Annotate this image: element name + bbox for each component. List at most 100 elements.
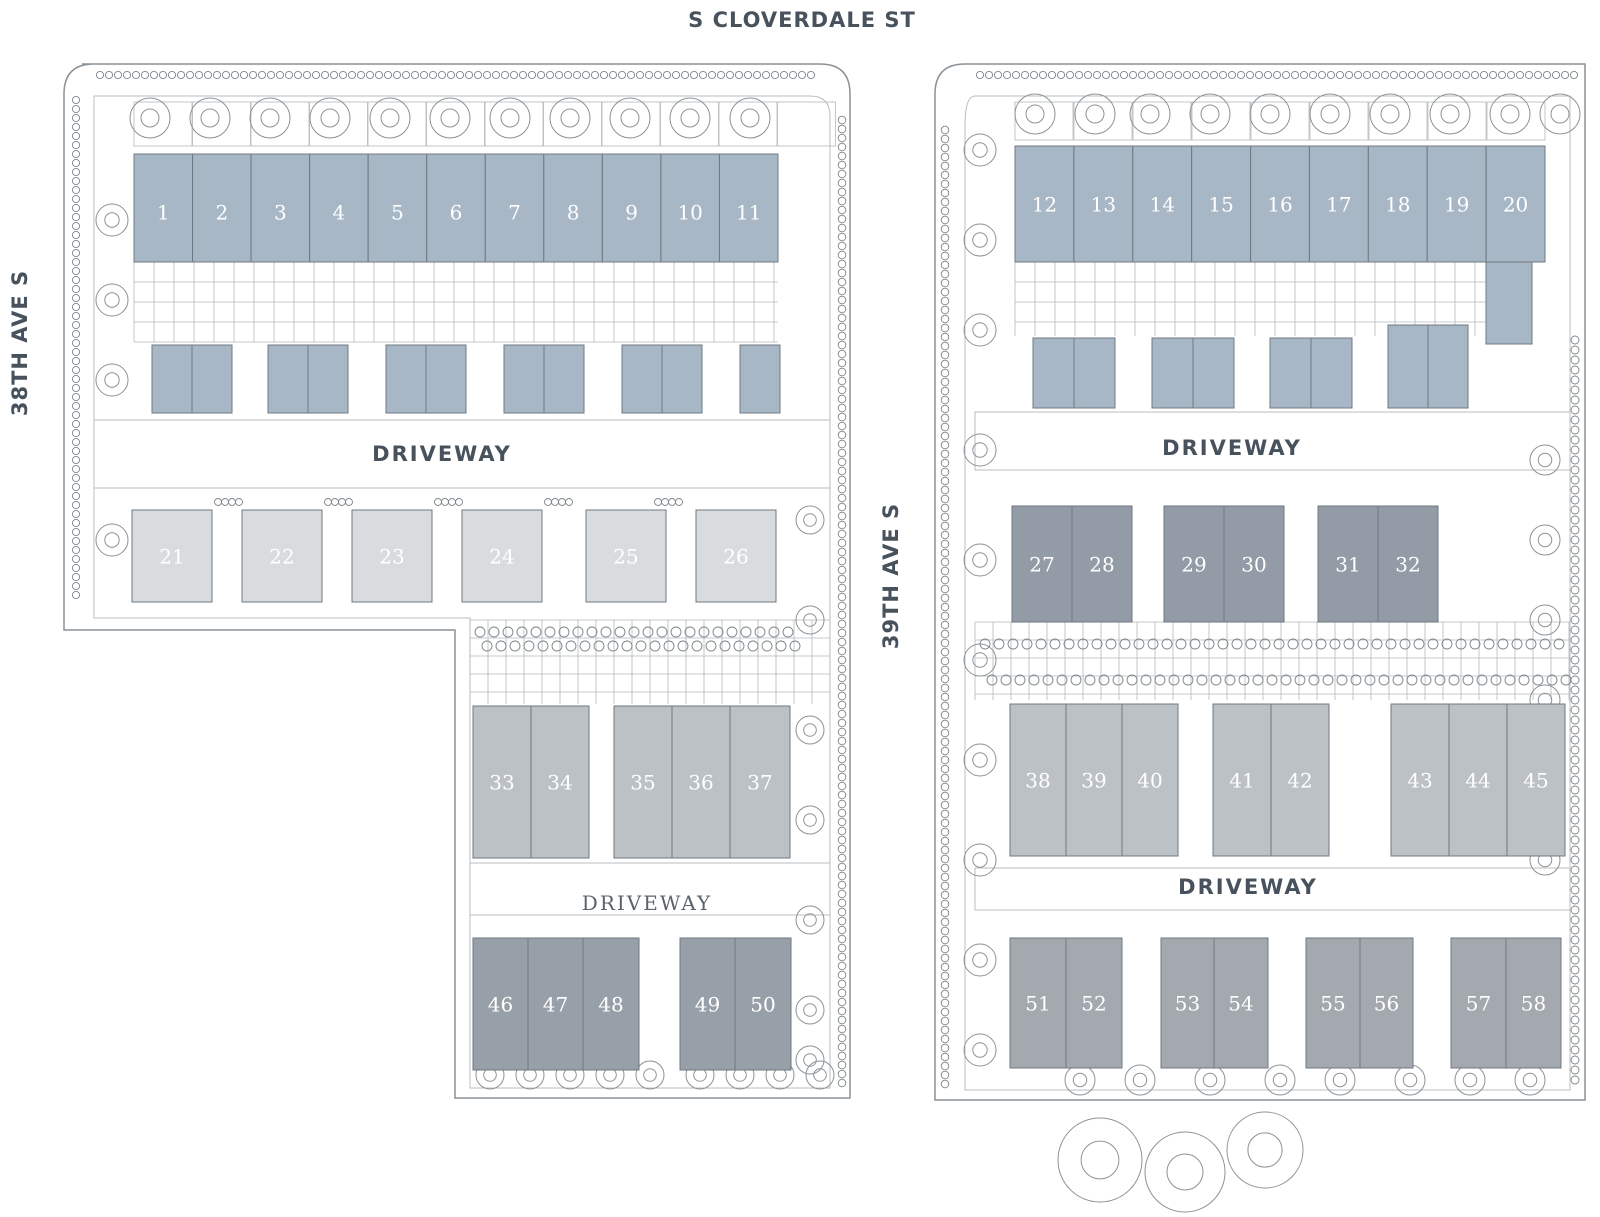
unit-number: 27 <box>1029 553 1054 577</box>
unit-footprint <box>1506 703 1566 857</box>
unit-13[interactable]: 13 <box>1073 145 1134 263</box>
unit-40[interactable]: 40 <box>1121 703 1179 857</box>
unit-number: 24 <box>489 545 514 569</box>
unit-14[interactable]: 14 <box>1132 145 1193 263</box>
unit-6[interactable]: 6 <box>426 153 486 263</box>
unit-28[interactable]: 28 <box>1071 505 1133 623</box>
unit-number: 51 <box>1025 992 1050 1016</box>
unit-footprint <box>530 705 590 859</box>
unit-53[interactable]: 53 <box>1160 937 1215 1069</box>
unit-16[interactable]: 16 <box>1250 145 1310 263</box>
unit-10[interactable]: 10 <box>660 153 720 263</box>
unit-number: 5 <box>391 201 404 225</box>
unit-17[interactable]: 17 <box>1308 145 1369 263</box>
unit-number: 11 <box>736 201 761 225</box>
unit-footprint <box>1270 703 1330 857</box>
unit-footprint <box>1377 505 1439 623</box>
unit-footprint <box>1448 703 1508 857</box>
unit-52[interactable]: 52 <box>1065 937 1123 1069</box>
unit-number: 38 <box>1025 769 1050 793</box>
unit-footprint <box>543 153 603 263</box>
unit-9[interactable]: 9 <box>601 153 662 263</box>
unit-38[interactable]: 38 <box>1009 703 1067 857</box>
unit-56[interactable]: 56 <box>1359 937 1414 1069</box>
unit-26[interactable]: 26 <box>695 509 777 603</box>
unit-number: 9 <box>625 201 638 225</box>
unit-number: 20 <box>1503 193 1528 217</box>
unit-27[interactable]: 27 <box>1011 505 1073 623</box>
unit-25[interactable]: 25 <box>585 509 667 603</box>
unit-35[interactable]: 35 <box>613 705 673 859</box>
unit-46[interactable]: 46 <box>472 937 529 1071</box>
driveway-label-c: DRIVEWAY <box>1162 436 1302 460</box>
unit-11[interactable]: 11 <box>718 153 779 263</box>
unit-3[interactable]: 3 <box>250 153 311 263</box>
unit-22[interactable]: 22 <box>241 509 323 603</box>
unit-footprint <box>527 937 584 1071</box>
unit-12[interactable]: 12 <box>1014 145 1075 263</box>
unit-footprint <box>1014 145 1075 263</box>
unit-41[interactable]: 41 <box>1212 703 1272 857</box>
unit-48[interactable]: 48 <box>582 937 640 1071</box>
unit-31[interactable]: 31 <box>1317 505 1379 623</box>
unit-4[interactable]: 4 <box>309 153 369 263</box>
unit-24[interactable]: 24 <box>461 509 543 603</box>
unit-footprint <box>734 937 792 1071</box>
unit-50[interactable]: 50 <box>734 937 792 1071</box>
unit-37[interactable]: 37 <box>729 705 791 859</box>
unit-1[interactable]: 1 <box>133 153 194 263</box>
unit-43[interactable]: 43 <box>1390 703 1450 857</box>
unit-footprint <box>1450 937 1507 1069</box>
unit-number: 3 <box>274 201 287 225</box>
unit-number: 14 <box>1149 193 1174 217</box>
unit-18[interactable]: 18 <box>1367 145 1428 263</box>
unit-58[interactable]: 58 <box>1505 937 1562 1069</box>
unit-number: 21 <box>159 545 184 569</box>
unit-34[interactable]: 34 <box>530 705 590 859</box>
unit-number: 47 <box>543 993 568 1017</box>
unit-number: 26 <box>723 545 748 569</box>
unit-number: 42 <box>1287 769 1312 793</box>
unit-number: 45 <box>1523 769 1548 793</box>
landscape-vegetation <box>71 70 1581 1213</box>
unit-51[interactable]: 51 <box>1009 937 1067 1069</box>
unit-7[interactable]: 7 <box>484 153 545 263</box>
unit-21[interactable]: 21 <box>131 509 213 603</box>
unit-5[interactable]: 5 <box>367 153 428 263</box>
unit-47[interactable]: 47 <box>527 937 584 1071</box>
unit-29[interactable]: 29 <box>1163 505 1225 623</box>
unit-number: 30 <box>1241 553 1266 577</box>
unit-footprint <box>671 705 731 859</box>
unit-footprint <box>1191 145 1252 263</box>
driveway-label-b: DRIVEWAY <box>582 891 712 915</box>
unit-number: 40 <box>1137 769 1162 793</box>
unit-42[interactable]: 42 <box>1270 703 1330 857</box>
unit-33[interactable]: 33 <box>472 705 532 859</box>
unit-55[interactable]: 55 <box>1305 937 1361 1069</box>
unit-number: 53 <box>1175 992 1200 1016</box>
unit-36[interactable]: 36 <box>671 705 731 859</box>
unit-number: 34 <box>547 771 572 795</box>
unit-45[interactable]: 45 <box>1506 703 1566 857</box>
unit-39[interactable]: 39 <box>1065 703 1123 857</box>
unit-20[interactable]: 20 <box>1485 145 1546 263</box>
unit-19[interactable]: 19 <box>1426 145 1487 263</box>
unit-44[interactable]: 44 <box>1448 703 1508 857</box>
unit-number: 7 <box>508 201 521 225</box>
unit-8[interactable]: 8 <box>543 153 603 263</box>
unit-number: 48 <box>598 993 623 1017</box>
unit-number: 6 <box>450 201 463 225</box>
unit-footprint <box>613 705 673 859</box>
driveway-label-d: DRIVEWAY <box>1178 875 1318 899</box>
unit-23[interactable]: 23 <box>351 509 433 603</box>
unit-2[interactable]: 2 <box>192 153 252 263</box>
unit-54[interactable]: 54 <box>1213 937 1269 1069</box>
unit-32[interactable]: 32 <box>1377 505 1439 623</box>
unit-footprint <box>1065 937 1123 1069</box>
unit-57[interactable]: 57 <box>1450 937 1507 1069</box>
unit-30[interactable]: 30 <box>1223 505 1285 623</box>
unit-footprint <box>131 509 213 603</box>
unit-49[interactable]: 49 <box>679 937 736 1071</box>
unit-15[interactable]: 15 <box>1191 145 1252 263</box>
unit-footprint <box>1308 145 1369 263</box>
